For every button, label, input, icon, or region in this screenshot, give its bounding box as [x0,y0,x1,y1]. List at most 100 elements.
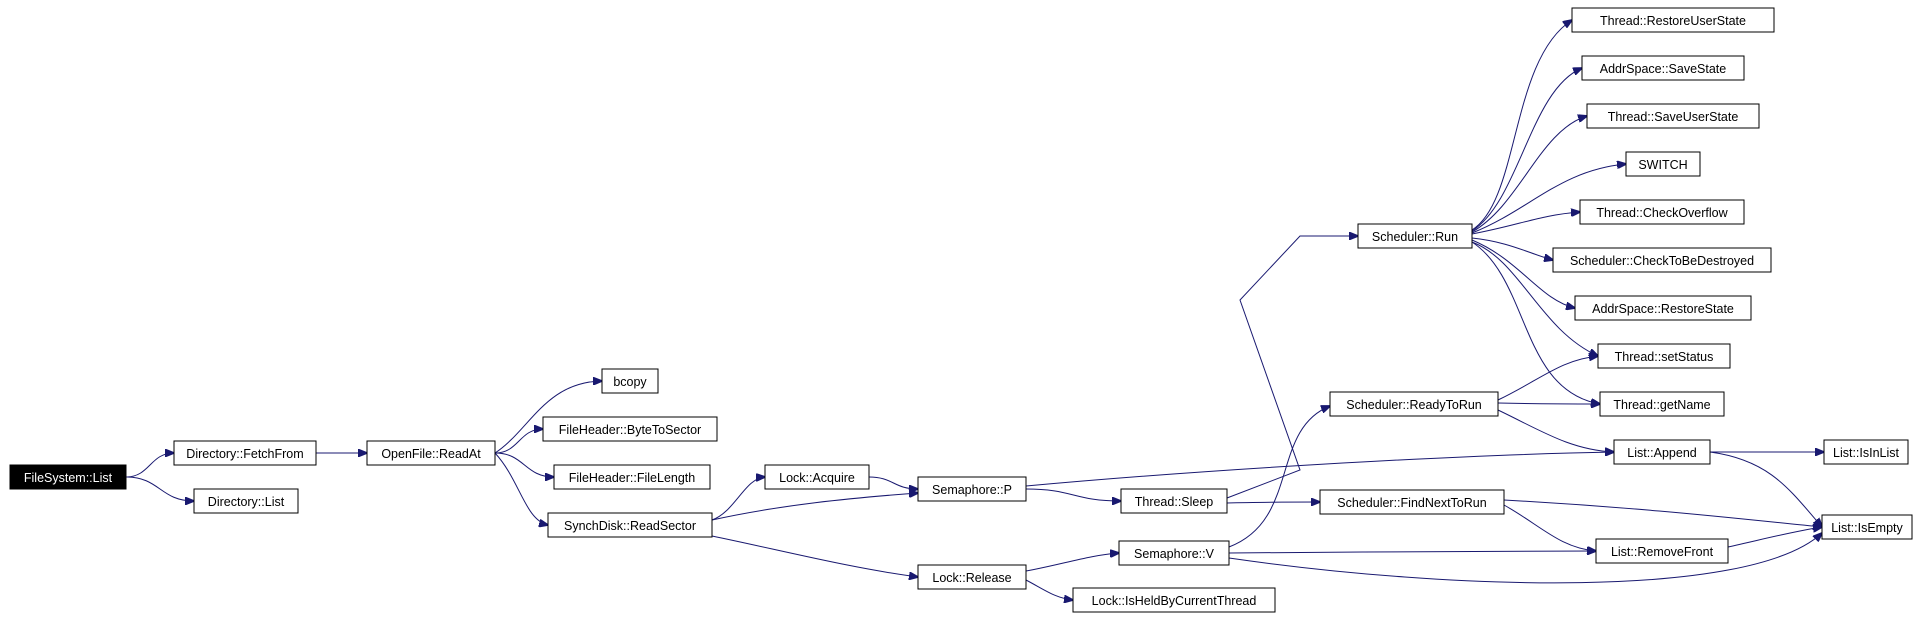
edge-sd_read-to-lock_acq [711,477,765,521]
node-lock-held[interactable]: Lock::IsHeldByCurrentThread [1072,587,1276,613]
edge-th_sleep-to-sch_run [1226,236,1358,499]
node-sem-v[interactable]: Semaphore::V [1118,540,1230,566]
node-box [601,368,659,394]
edge-sch_run-to-th_check [1471,212,1580,235]
node-fh-b2s[interactable]: FileHeader::ByteToSector [542,416,718,442]
node-label: FileSystem::List [24,471,113,485]
edge-sch_run-to-th_save [1471,116,1587,233]
node-as-restore[interactable]: AddrSpace::RestoreState [1574,295,1752,321]
node-label: Directory::List [208,495,285,509]
node-th-sleep[interactable]: Thread::Sleep [1120,488,1228,514]
edge-sch_run-to-switch [1471,164,1626,234]
node-label: Semaphore::V [1134,547,1215,561]
node-box [542,416,718,442]
node-th-getname[interactable]: Thread::getName [1599,391,1725,417]
nodes-layer: FileSystem::List Directory::FetchFromDire… [9,7,1913,613]
node-list-append[interactable]: List::Append [1613,439,1711,465]
node-box [1581,55,1745,81]
node-label: FileHeader::ByteToSector [559,423,701,437]
node-lock-rel[interactable]: Lock::Release [917,564,1027,590]
node-box [1613,439,1711,465]
edge-list_removefront-to-list_isempty [1727,527,1822,548]
edge-sem_p-to-th_sleep [1025,488,1121,501]
edge-sem_v-to-list_removefront [1228,551,1596,553]
node-as-save[interactable]: AddrSpace::SaveState [1581,55,1745,81]
edge-sch_run-to-sch_ctbd [1471,237,1553,260]
node-box [1072,587,1276,613]
edge-sem_v-to-list_isempty [1228,533,1822,584]
edge-sch_rtr-to-list_append [1497,409,1614,452]
node-fs-list[interactable]: FileSystem::List [9,464,127,490]
node-box [1595,538,1729,564]
node-fh-len[interactable]: FileHeader::FileLength [553,464,711,490]
node-label: Scheduler::ReadyToRun [1346,398,1482,412]
node-sd-read[interactable]: SynchDisk::ReadSector [547,512,713,538]
node-box [1823,439,1909,465]
node-th-setstatus[interactable]: Thread::setStatus [1597,343,1731,369]
node-sem-p[interactable]: Semaphore::P [917,476,1027,502]
edges-layer [125,20,1824,600]
edge-lock_rel-to-sem_v [1025,553,1119,572]
node-label: List::IsInList [1833,446,1900,460]
node-list-isempty[interactable]: List::IsEmpty [1821,514,1913,540]
node-label: Thread::Sleep [1135,495,1214,509]
node-label: Thread::setStatus [1615,350,1714,364]
node-th-check[interactable]: Thread::CheckOverflow [1579,199,1745,225]
node-lock-acq[interactable]: Lock::Acquire [764,464,870,490]
node-sch-run[interactable]: Scheduler::Run [1357,223,1473,249]
edge-of_readat-to-fh_b2s [494,429,543,454]
node-box [1357,223,1473,249]
node-box [917,564,1027,590]
node-label: Thread::SaveUserState [1608,110,1739,124]
node-label: Semaphore::P [932,483,1012,497]
node-of-readat[interactable]: OpenFile::ReadAt [366,440,496,466]
edge-sch_rtr-to-th_getname [1497,403,1600,404]
node-box [1120,488,1228,514]
node-label: AddrSpace::SaveState [1600,62,1727,76]
edge-fs_list-to-dir_fetch [125,453,174,478]
node-box [547,512,713,538]
node-dir-fetch[interactable]: Directory::FetchFrom [173,440,317,466]
edge-sd_read-to-sem_p [711,493,918,521]
edge-th_sleep-to-sch_fnr [1226,502,1320,503]
node-box [1118,540,1230,566]
node-sch-fnr[interactable]: Scheduler::FindNextToRun [1319,489,1505,515]
node-list-isinlist[interactable]: List::IsInList [1823,439,1909,465]
edge-sch_run-to-as_save [1471,68,1582,232]
edge-sd_read-to-lock_rel [711,535,918,577]
edge-sch_fnr-to-list_removefront [1503,504,1596,551]
node-label: Thread::getName [1613,398,1710,412]
node-label: SWITCH [1638,158,1687,172]
node-box [764,464,870,490]
node-label: FileHeader::FileLength [569,471,696,485]
node-sch-ctbd[interactable]: Scheduler::CheckToBeDestroyed [1552,247,1772,273]
node-box [1586,103,1760,129]
edge-sch_run-to-as_restore [1471,239,1575,308]
node-box [1579,199,1745,225]
node-th-restore[interactable]: Thread::RestoreUserState [1571,7,1775,33]
edge-sch_run-to-th_setstatus [1471,241,1598,356]
node-box [1571,7,1775,33]
node-box [9,464,127,490]
node-label: Scheduler::Run [1372,230,1458,244]
node-switch[interactable]: SWITCH [1625,151,1701,177]
node-box [173,440,317,466]
edge-sem_p-to-list_append [1025,452,1614,487]
node-dir-list[interactable]: Directory::List [193,488,299,514]
edge-sem_v-to-sch_rtr [1228,406,1330,548]
edge-fs_list-to-dir_list [125,476,194,501]
node-label: Scheduler::CheckToBeDestroyed [1570,254,1754,268]
node-label: Lock::Acquire [779,471,855,485]
node-box [1319,489,1505,515]
node-bcopy[interactable]: bcopy [601,368,659,394]
node-label: Scheduler::FindNextToRun [1337,496,1486,510]
node-label: List::Append [1627,446,1697,460]
edge-of_readat-to-sd_read [494,452,548,525]
node-label: SynchDisk::ReadSector [564,519,696,533]
edge-sch_run-to-th_restore [1471,20,1572,231]
node-list-removefront[interactable]: List::RemoveFront [1595,538,1729,564]
edge-sch_run-to-th_getname [1471,241,1600,404]
node-th-save[interactable]: Thread::SaveUserState [1586,103,1760,129]
node-sch-rtr[interactable]: Scheduler::ReadyToRun [1329,391,1499,417]
node-box [1599,391,1725,417]
